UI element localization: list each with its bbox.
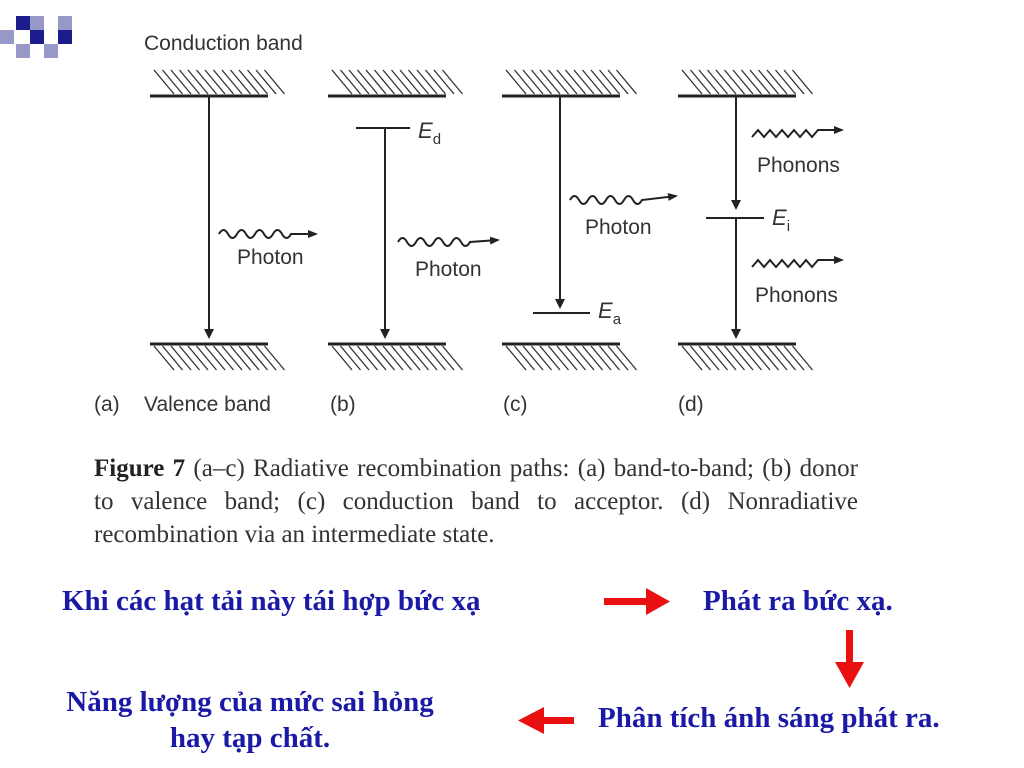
- logo-square: [30, 16, 44, 30]
- photon-wave: [569, 192, 678, 205]
- valence-band-edge: [678, 342, 813, 371]
- phonon-wave-top: [751, 126, 844, 139]
- defect-energy-line2: hay tạp chất.: [169, 722, 331, 754]
- logo-square: [0, 30, 14, 44]
- photon-wave: [397, 236, 500, 247]
- figure-caption: Figure 7 (a–c) Radiative recombination p…: [94, 452, 858, 551]
- intermediate-level-label: Ei: [772, 205, 790, 235]
- flow-arrows: [518, 588, 864, 734]
- logo-square: [58, 16, 72, 30]
- phonons-label-bottom: Phonons: [755, 284, 838, 307]
- photon-wave: [218, 229, 318, 239]
- conduction-band-edge: [150, 69, 285, 98]
- logo-square: [44, 16, 58, 30]
- caption-text: (a–c) Radiative recombination paths: (a)…: [94, 455, 859, 548]
- conduction-band-label: Conduction band: [144, 32, 303, 55]
- panel-d: Ei Phonons Phonons (d): [678, 97, 844, 416]
- band-edges: [150, 69, 813, 371]
- panel-label-a: (a): [94, 393, 120, 416]
- conduction-band-edge: [678, 69, 813, 98]
- figure-label: Figure 7: [94, 455, 186, 482]
- panel-b: Ed Photon (b): [330, 118, 500, 416]
- logo-square: [16, 44, 30, 58]
- panel-label-b: (b): [330, 393, 356, 416]
- acceptor-level-label: Ea: [598, 298, 622, 328]
- defect-energy-line1: Năng lượng của mức sai hỏng: [66, 686, 434, 718]
- panel-a: Photon (a) Valence band: [94, 97, 318, 416]
- panel-label-c: (c): [503, 393, 528, 416]
- panel-label-d: (d): [678, 393, 704, 416]
- flow-step-recombination: Khi các hạt tải này tái hợp bức xạ: [62, 585, 481, 617]
- flow-step-emission: Phát ra bức xạ.: [703, 585, 893, 617]
- valence-band-edge: [328, 342, 463, 371]
- flow-step-defect-energy: Năng lượng của mức sai hỏng hay tạp chất…: [10, 684, 490, 756]
- logo-square: [58, 30, 72, 44]
- valence-band-label: Valence band: [144, 393, 271, 416]
- photon-label: Photon: [585, 216, 652, 239]
- arrow-right: [604, 588, 670, 615]
- valence-band-edge: [150, 342, 285, 371]
- valence-band-edge: [502, 342, 637, 371]
- arrow-down: [835, 630, 864, 688]
- phonons-label-top: Phonons: [757, 154, 840, 177]
- phonon-wave-bottom: [751, 256, 844, 269]
- logo-square: [16, 16, 30, 30]
- flow-step-analyze-light: Phân tích ánh sáng phát ra.: [598, 702, 940, 734]
- arrow-left: [518, 707, 574, 734]
- photon-label: Photon: [415, 258, 482, 281]
- logo-square: [30, 30, 44, 44]
- donor-level-label: Ed: [418, 118, 441, 148]
- logo-square: [44, 44, 58, 58]
- conduction-band-edge: [328, 69, 463, 98]
- conduction-band-edge: [502, 69, 637, 98]
- panel-c: Ea Photon (c): [503, 97, 678, 416]
- photon-label: Photon: [237, 246, 304, 269]
